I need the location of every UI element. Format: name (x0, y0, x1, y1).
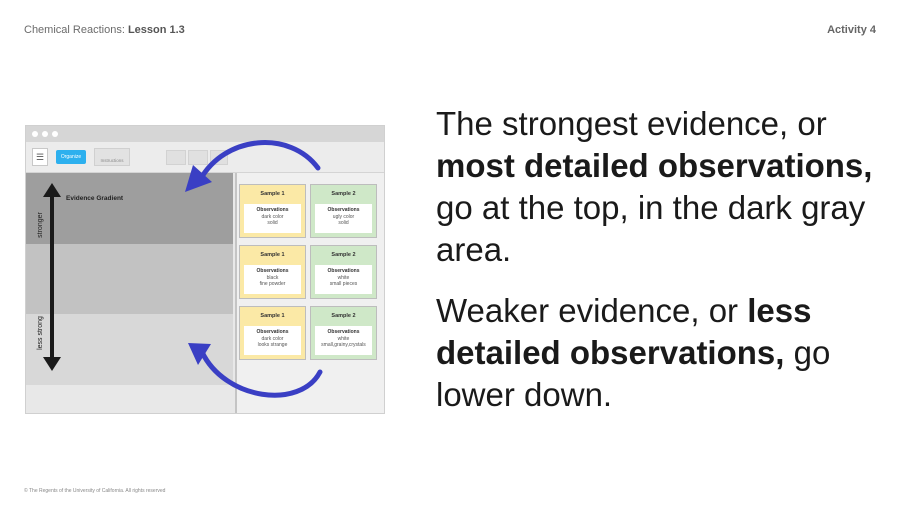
observations-label: Observations (327, 207, 360, 213)
sample-card-title: Sample 1 (260, 191, 285, 197)
less-strong-label: less strong (37, 316, 44, 350)
observations-label: Observations (256, 207, 289, 213)
instruction-paragraph-2: Weaker evidence, or less detailed observ… (436, 290, 876, 416)
observations-label: Observations (327, 268, 360, 274)
observation-line: solid (267, 220, 278, 226)
panel-divider[interactable] (235, 173, 237, 413)
observations-label: Observations (256, 329, 289, 335)
course-name: Chemical Reactions: (24, 24, 128, 36)
hamburger-icon[interactable]: ☰ (32, 148, 48, 166)
lesson-number: Lesson 1.3 (127, 24, 185, 36)
window-dot-icon (32, 131, 38, 137)
observation-line: small,grainy,crystals (321, 342, 366, 348)
observation-line: white (337, 274, 350, 281)
observation-line: solid (338, 220, 349, 226)
observations-label: Observations (327, 329, 360, 335)
organize-button[interactable]: Organize (56, 150, 86, 164)
observations-label: Observations (256, 268, 289, 274)
tool-icon[interactable] (210, 150, 228, 165)
copyright-footer: © The Regents of the University of Calif… (24, 488, 166, 494)
redo-icon[interactable] (188, 150, 208, 165)
medium-evidence-band[interactable] (26, 244, 233, 314)
evidence-gradient-area: Evidence Gradient stronger less strong (26, 173, 233, 385)
evidence-gradient-title: Evidence Gradient (66, 195, 124, 202)
gradient-arrow-icon: stronger less strong (37, 183, 61, 371)
sample-card-title: Sample 1 (260, 252, 285, 258)
sample-card-title: Sample 2 (331, 191, 356, 197)
observation-line: black (266, 274, 279, 281)
app-screenshot: ☰ Organize Instructions Evidence Gradien… (25, 125, 385, 414)
observation-line: small pieces (329, 281, 358, 287)
instructions-button[interactable]: Instructions (94, 148, 130, 166)
p1-text-a: The strongest evidence, or (436, 105, 827, 142)
window-dot-icon (42, 131, 48, 137)
activity-label: Activity 4 (827, 24, 876, 36)
app-toolbar: ☰ Organize Instructions (26, 142, 384, 173)
window-titlebar (26, 126, 384, 142)
stronger-label: stronger (37, 211, 44, 237)
sample-card-title: Sample 2 (331, 313, 356, 319)
observation-line: looks strange (257, 342, 288, 348)
lesson-header: Chemical Reactions: Lesson 1.3 (24, 24, 185, 36)
observation-line: fine powder (259, 281, 286, 287)
p2-text-c: go lower down. (436, 334, 831, 413)
sample-card-title: Sample 2 (331, 252, 356, 258)
p2-text-bold: less detailed observations, (436, 292, 812, 371)
p1-text-bold: most detailed observations, (436, 147, 873, 184)
instruction-paragraph-1: The strongest evidence, or most detailed… (436, 103, 876, 271)
observation-line: white (337, 335, 350, 342)
sample-card-title: Sample 1 (260, 313, 285, 319)
observation-line: dark color (261, 213, 284, 220)
observation-line: dark color (261, 335, 284, 342)
p1-text-c: go at the top, in the dark gray area. (436, 189, 866, 268)
undo-icon[interactable] (166, 150, 186, 165)
p2-text-a: Weaker evidence, or (436, 292, 748, 329)
observation-line: ugly color (332, 213, 355, 220)
window-dot-icon (52, 131, 58, 137)
